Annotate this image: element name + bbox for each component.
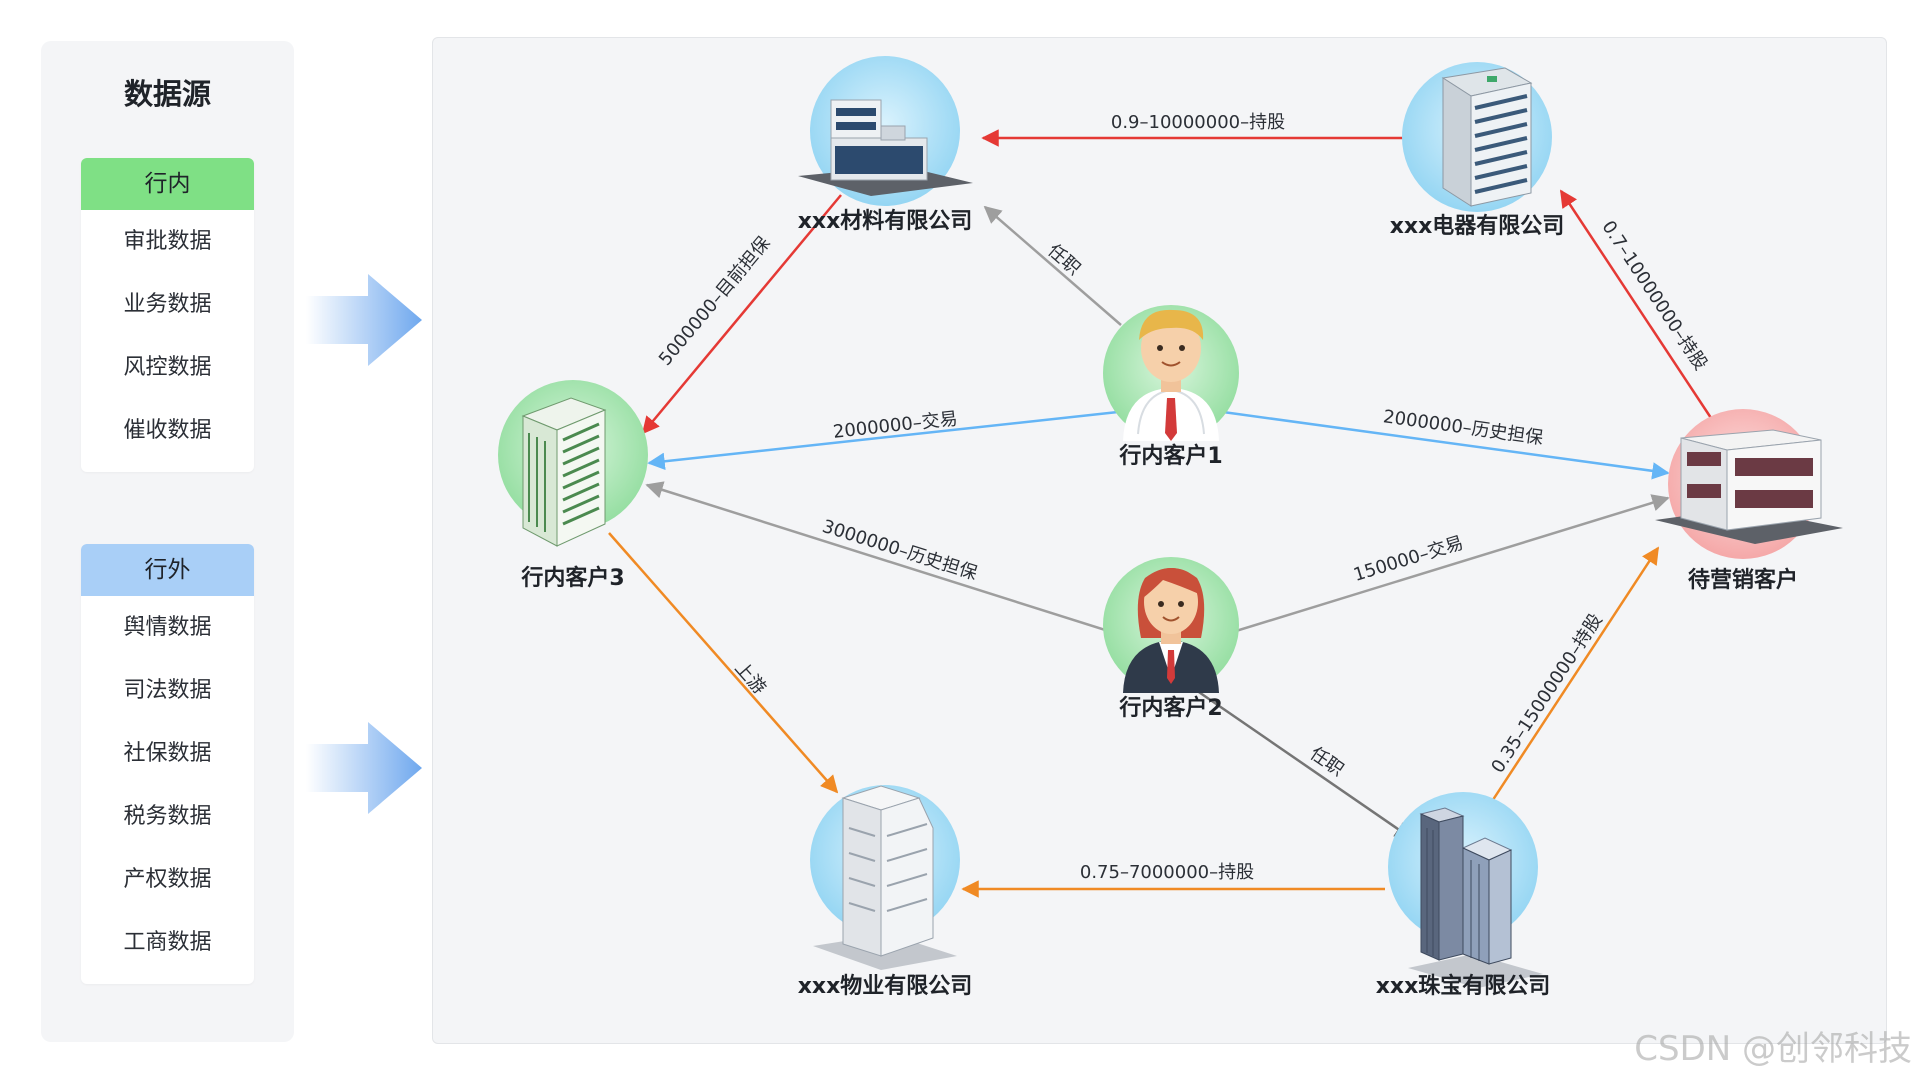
- flow-arrow-icon: [306, 722, 422, 814]
- inner-source-group: 行内 审批数据 业务数据 风控数据 催收数据: [81, 158, 254, 472]
- edge-label: 3000000–历史担保: [820, 516, 980, 584]
- relationship-graph: 0.9–10000000–持股 5000000–目前担保 0.7–1000000…: [498, 56, 1843, 999]
- node-material-company[interactable]: xxx材料有限公司: [798, 56, 973, 234]
- outer-item-property-rights[interactable]: 产权数据: [123, 867, 212, 892]
- store-building-icon: [1655, 429, 1843, 544]
- green-tower-building-icon: [521, 397, 607, 547]
- edge-label: 0.9–10000000–持股: [1111, 112, 1285, 133]
- node-label: 行内客户2: [1118, 695, 1222, 721]
- node-client3[interactable]: 行内客户3: [498, 380, 648, 591]
- male-person-avatar-icon: [1123, 309, 1219, 441]
- edge-client3-to-property[interactable]: 上游: [608, 532, 839, 794]
- node-label: xxx珠宝有限公司: [1376, 973, 1551, 999]
- node-target-customer[interactable]: 待营销客户: [1655, 409, 1843, 593]
- outer-item-social-security[interactable]: 社保数据: [123, 741, 212, 766]
- edge-client1-to-material[interactable]: 任职: [983, 205, 1122, 326]
- edge-jewelry-to-target[interactable]: 0.35–15000000–持股: [1483, 546, 1660, 813]
- inner-group-header[interactable]: 行内: [81, 158, 254, 210]
- edge-jewelry-to-property[interactable]: 0.75–7000000–持股: [961, 862, 1385, 898]
- edge-target-to-electric[interactable]: 0.7–10000000–持股: [1559, 189, 1713, 419]
- watermark: CSDN @创邻科技: [1634, 1029, 1912, 1069]
- glass-skyscraper-icon: [1408, 807, 1543, 988]
- office-building-icon: [798, 99, 973, 196]
- relationship-graph-panel: 0.9–10000000–持股 5000000–目前担保 0.7–1000000…: [432, 37, 1887, 1044]
- outer-item-judicial[interactable]: 司法数据: [123, 678, 212, 703]
- node-client2[interactable]: 行内客户2: [1103, 557, 1239, 721]
- data-source-title: 数据源: [123, 77, 211, 111]
- inner-item-business[interactable]: 业务数据: [123, 292, 212, 317]
- flow-arrow-icon: [306, 274, 422, 366]
- edge-client1-to-target[interactable]: 2000000–历史担保: [1222, 406, 1670, 480]
- edge-label: 2000000–交易: [832, 408, 959, 442]
- edge-client2-to-target[interactable]: 150000–交易: [1222, 494, 1670, 637]
- outer-item-tax[interactable]: 税务数据: [123, 804, 212, 829]
- high-rise-building-icon: [1441, 67, 1533, 207]
- edge-label: 2000000–历史担保: [1382, 406, 1545, 449]
- node-label: xxx材料有限公司: [798, 208, 973, 234]
- edge-client1-to-client3[interactable]: 2000000–交易: [647, 408, 1119, 470]
- node-label: xxx物业有限公司: [798, 973, 973, 999]
- white-apartment-building-icon: [813, 785, 957, 970]
- node-label: 行内客户3: [520, 565, 624, 591]
- outer-item-opinion[interactable]: 舆情数据: [123, 615, 212, 640]
- edge-label: 0.75–7000000–持股: [1080, 862, 1254, 883]
- inner-item-approval[interactable]: 审批数据: [123, 229, 212, 254]
- edge-client2-to-jewelry[interactable]: 任职: [1192, 686, 1413, 840]
- edge-label: 0.35–15000000–持股: [1487, 610, 1606, 777]
- edge-label: 任职: [1306, 743, 1348, 781]
- female-person-avatar-icon: [1123, 568, 1219, 693]
- inner-item-collection[interactable]: 催收数据: [123, 418, 212, 443]
- edge-label: 0.7–10000000–持股: [1597, 217, 1711, 374]
- edge-label: 5000000–目前担保: [655, 233, 775, 370]
- edge-client2-to-client3[interactable]: 3000000–历史担保: [645, 481, 1122, 637]
- outer-group-header[interactable]: 行外: [81, 544, 254, 596]
- outer-source-group: 行外 舆情数据 司法数据 社保数据 税务数据 产权数据 工商数据: [81, 544, 254, 984]
- edge-label: 任职: [1043, 240, 1084, 279]
- node-label: 待营销客户: [1688, 567, 1798, 593]
- node-electric-company[interactable]: xxx电器有限公司: [1390, 62, 1565, 239]
- data-source-panel: 数据源 行内 审批数据 业务数据 风控数据 催收数据 行外 舆情数据 司法数据 …: [41, 41, 294, 1042]
- inner-item-risk[interactable]: 风控数据: [123, 355, 212, 380]
- node-property-company[interactable]: xxx物业有限公司: [798, 785, 973, 999]
- edge-electric-to-material[interactable]: 0.9–10000000–持股: [981, 112, 1413, 147]
- node-label: 行内客户1: [1118, 443, 1222, 469]
- node-jewelry-company[interactable]: xxx珠宝有限公司: [1376, 792, 1551, 999]
- edge-label: 上游: [730, 658, 770, 699]
- node-label: xxx电器有限公司: [1390, 213, 1565, 239]
- node-client1[interactable]: 行内客户1: [1103, 305, 1239, 469]
- outer-item-business-registry[interactable]: 工商数据: [123, 930, 212, 955]
